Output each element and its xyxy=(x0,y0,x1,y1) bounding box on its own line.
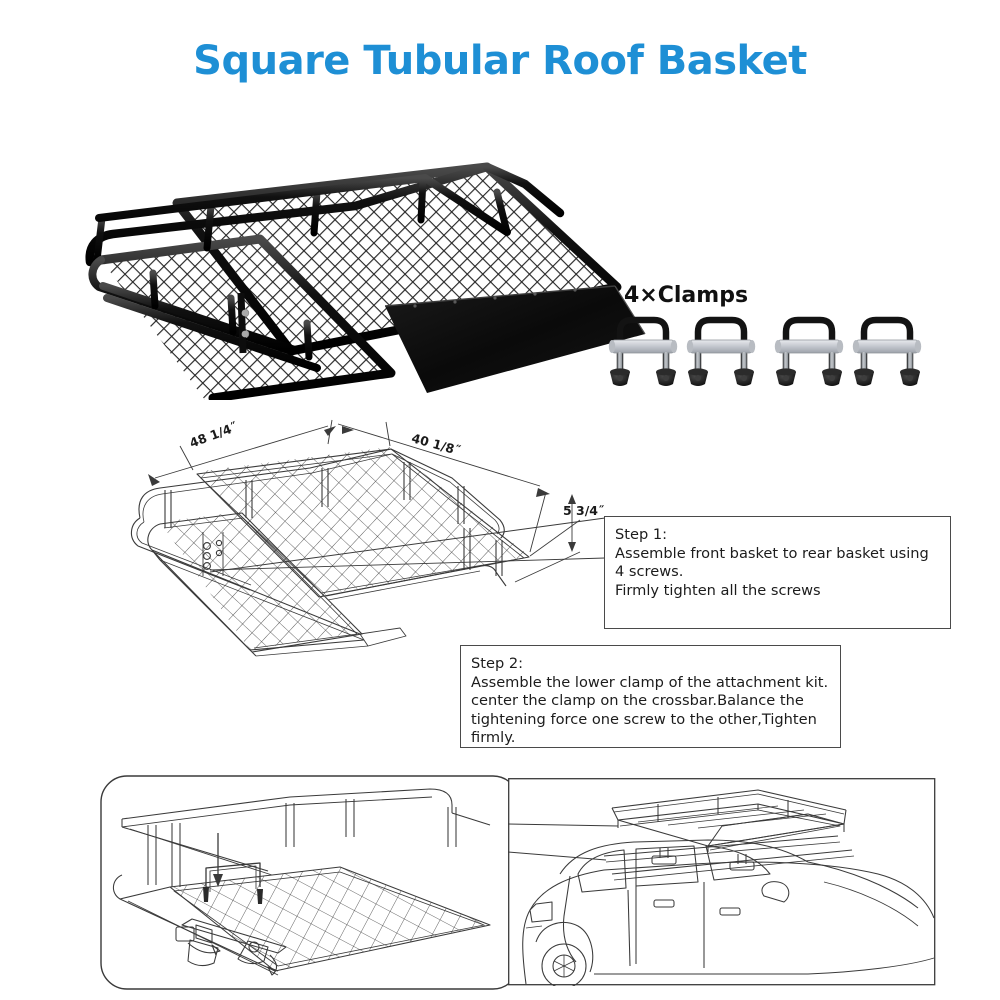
step-1-box: Step 1: Assemble front basket to rear ba… xyxy=(604,516,951,629)
leader-to-step1 xyxy=(209,517,606,573)
td-frame-rear xyxy=(196,448,530,598)
clamp-item xyxy=(609,320,677,386)
td-rail-lower xyxy=(325,528,507,601)
u-bolt-detail xyxy=(203,862,263,904)
page-title: Square Tubular Roof Basket xyxy=(193,38,807,84)
clamp-item xyxy=(775,320,843,386)
roof-basket-photo xyxy=(85,162,646,400)
vehicle-outline xyxy=(522,839,935,986)
step-2-box: Step 2: Assemble the lower clamp of the … xyxy=(460,645,841,748)
step-2-line-3: tightening force one screw to the other,… xyxy=(471,710,817,728)
clamps-group xyxy=(608,310,938,390)
lower-clamp-left xyxy=(175,924,221,967)
clamp-install-detail xyxy=(100,775,520,990)
wind-fairing xyxy=(384,285,646,393)
step-2-line-2: center the clamp on the crossbar.Balance… xyxy=(471,692,804,709)
step-1-line-2: 4 screws. xyxy=(615,563,684,580)
splice-bolts xyxy=(237,292,250,354)
vehicle-install-detail xyxy=(508,778,936,986)
technical-drawing xyxy=(130,419,606,657)
basket-rail-lower-left xyxy=(103,294,321,372)
mounted-basket xyxy=(611,789,847,871)
basket-frame-rear xyxy=(172,162,622,356)
dimension-height-label: 5 3/4˝ xyxy=(563,503,605,518)
basket-rail-uprights-left xyxy=(149,269,313,361)
lower-clamp-right xyxy=(237,940,279,976)
basket-frame-front xyxy=(96,234,396,400)
step-2-line-1: Assemble the lower clamp of the attachme… xyxy=(471,673,829,691)
td-rail-left xyxy=(130,517,252,591)
clamp-item xyxy=(853,320,921,386)
dimension-lines xyxy=(148,419,581,583)
basket-rail-uprights-rear xyxy=(93,175,511,264)
clamp-item xyxy=(687,320,755,386)
td-frame-front xyxy=(159,512,363,653)
clamps-label: 4×Clamps xyxy=(624,283,749,308)
step-1-line-1: Assemble front basket to rear basket usi… xyxy=(615,544,929,562)
step-1-line-3: Firmly tighten all the screws xyxy=(615,581,821,599)
td-uprights-rear xyxy=(164,462,465,528)
basket-toprail xyxy=(95,173,511,236)
step-2-heading: Step 2: xyxy=(471,655,524,672)
step-1-heading: Step 1: xyxy=(615,526,668,543)
panel-border-rect xyxy=(508,778,936,986)
td-fairing xyxy=(147,523,407,657)
step-2-line-4: firmly. xyxy=(471,729,516,746)
td-splice-bolts xyxy=(202,532,224,576)
basket-rail-left xyxy=(88,256,299,355)
